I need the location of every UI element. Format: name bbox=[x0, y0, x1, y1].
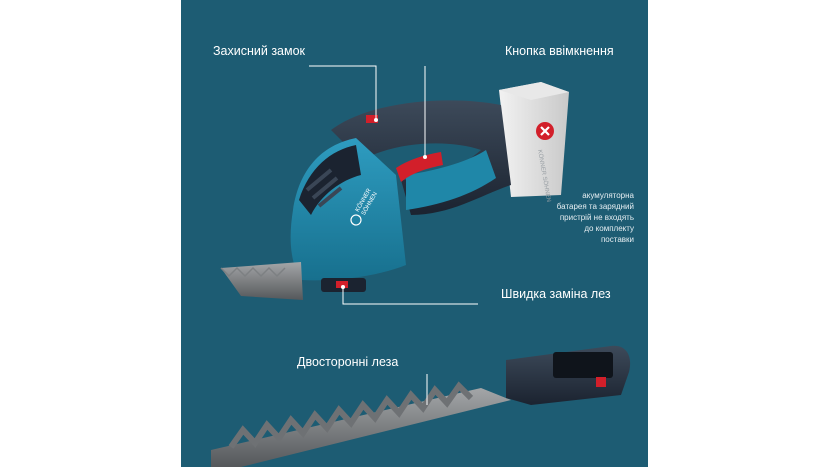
power-button-label: Кнопка ввімкнення bbox=[505, 44, 614, 58]
battery-note-line: акумуляторна bbox=[582, 191, 634, 200]
battery-slot: KÖNNER SÖHNEN bbox=[499, 82, 569, 203]
hedge-blade-attachment bbox=[211, 345, 631, 467]
battery-note-line: поставки bbox=[600, 235, 634, 244]
grass-blade bbox=[220, 262, 366, 300]
battery-note-line: пристрій не входять bbox=[559, 213, 634, 222]
safety-lock-label: Захисний замок bbox=[213, 44, 306, 58]
power-button bbox=[396, 152, 443, 182]
safety-lock bbox=[366, 115, 378, 123]
shear-handle bbox=[331, 100, 511, 215]
blade-change-callout bbox=[342, 286, 478, 305]
callout-lines bbox=[309, 65, 478, 405]
double-sided-blades-label: Двосторонні леза bbox=[297, 355, 399, 369]
quick-blade-change-label: Швидка заміна лез bbox=[501, 287, 611, 301]
shear-body: KÖNNER SÖHNEN bbox=[290, 115, 406, 281]
battery-note-line: батарея та зарядний bbox=[556, 202, 634, 211]
battery-note: акумуляторна батарея та зарядний пристрі… bbox=[557, 190, 634, 245]
product-panel: KÖNNER SÖHNEN KÖNNER SÖHNEN bbox=[181, 0, 648, 467]
product-illustration: KÖNNER SÖHNEN KÖNNER SÖHNEN bbox=[211, 65, 631, 467]
safety-lock-callout bbox=[309, 65, 377, 119]
battery-note-line: до комплекту bbox=[584, 224, 634, 233]
